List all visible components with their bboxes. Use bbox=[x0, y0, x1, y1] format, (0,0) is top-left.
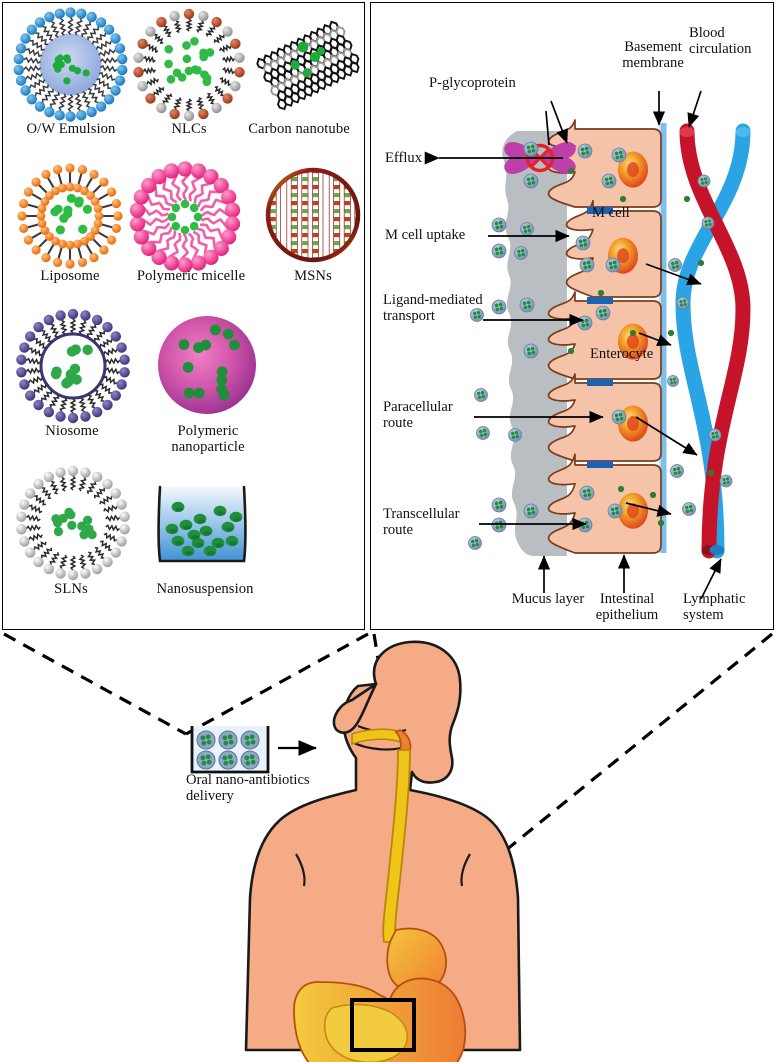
epithelium-label-paracellular-route: Paracellular route bbox=[383, 399, 453, 432]
epithelium-label-enterocyte: Enterocyte bbox=[590, 346, 654, 362]
label-line-1: Polymeric bbox=[177, 423, 239, 439]
label-line-2: system bbox=[683, 607, 724, 624]
nlc-icon bbox=[133, 8, 245, 122]
label-line-2: nanoparticle bbox=[171, 439, 245, 456]
epithelium-label-efflux: Efflux bbox=[385, 150, 422, 166]
carrier-label-polymeric-micelle: Polymeric micelle bbox=[136, 268, 246, 284]
epithelium-label-p-glycoprotein: P-glycoprotein bbox=[429, 75, 589, 91]
nanoparticle-beaker-icon bbox=[190, 726, 270, 774]
carrier-label-nlcs: NLCs bbox=[171, 121, 207, 137]
label-line-2: route bbox=[383, 415, 413, 432]
carrier-label-polymeric-nanoparticle: Polymeric nanoparticle bbox=[143, 423, 273, 456]
epithelium-label-intestinal-epithelium: Intestinal epithelium bbox=[581, 591, 673, 624]
epithelium-label-blood-circulation: Blood circulation bbox=[689, 25, 773, 58]
label-line-1: P-glycoprotein bbox=[429, 75, 516, 91]
liposome-icon bbox=[15, 161, 125, 271]
label-line-1: Paracellular bbox=[383, 399, 453, 415]
delivery-label: Oral nano-antibiotics delivery bbox=[186, 772, 386, 805]
gi-tract bbox=[293, 728, 467, 1062]
nanocarrier-types-panel: O/W Emulsion NLCs bbox=[2, 2, 365, 630]
epithelium-label-mucus-layer: Mucus layer bbox=[489, 591, 607, 607]
epithelium-label-ligand-mediated-transport: Ligand-mediated transport bbox=[383, 292, 483, 325]
label-line-1: Oral nano-antibiotics bbox=[186, 772, 310, 788]
carrier-label-nanosuspension: Nanosuspension bbox=[156, 581, 254, 597]
human-silhouette bbox=[244, 640, 522, 1052]
carrier-label-niosome: Niosome bbox=[45, 423, 99, 439]
label-line-1: Mucus layer bbox=[511, 591, 585, 607]
human-body-panel: Oral nano-antibiotics delivery bbox=[0, 630, 776, 1062]
nanosuspension-icon bbox=[148, 473, 260, 573]
label-line-2: circulation bbox=[689, 41, 752, 58]
epithelium-label-transcellular-route: Transcellular route bbox=[383, 506, 459, 539]
label-line-1: Intestinal bbox=[599, 591, 655, 607]
epithelium-label-m-cell-uptake: M cell uptake bbox=[385, 227, 465, 243]
polymeric-micelle-icon bbox=[129, 161, 241, 273]
carbon-nanotube-icon bbox=[245, 11, 363, 119]
sln-icon bbox=[15, 465, 131, 581]
carrier-label-ow-emulsion: O/W Emulsion bbox=[26, 121, 116, 137]
label-line-2: delivery bbox=[186, 788, 234, 805]
carrier-label-liposome: Liposome bbox=[40, 268, 100, 284]
label-line-1: M cell uptake bbox=[385, 227, 466, 243]
carrier-label-carbon-nanotube: Carbon nanotube bbox=[248, 121, 350, 137]
label-line-2: transport bbox=[383, 308, 435, 325]
label-line-1: Blood bbox=[689, 25, 725, 41]
label-line-2: route bbox=[383, 522, 413, 539]
polymeric-nanoparticle-icon bbox=[155, 313, 259, 417]
epithelium-label-lymphatic-system: Lymphatic system bbox=[683, 591, 769, 624]
label-line-1: Efflux bbox=[385, 150, 423, 166]
niosome-icon bbox=[15, 308, 131, 424]
label-line-1: Lymphatic bbox=[683, 591, 746, 607]
epithelium-label-m-cell: M cell bbox=[592, 205, 630, 221]
label-line-2: epithelium bbox=[595, 607, 659, 624]
label-line-1: Basement bbox=[624, 39, 682, 55]
intestinal-epithelium-panel: P-glycoprotein Basement membrane Blood c… bbox=[370, 2, 774, 630]
msn-icon bbox=[261, 163, 365, 267]
label-line-2: membrane bbox=[622, 55, 684, 72]
label-line-1: Ligand-mediated bbox=[383, 292, 483, 308]
label-line-1: Transcellular bbox=[383, 506, 460, 522]
ow-emulsion-icon bbox=[13, 7, 128, 122]
gi-zoom-box-icon bbox=[350, 998, 416, 1052]
carrier-label-slns: SLNs bbox=[54, 581, 88, 597]
carrier-label-msns: MSNs bbox=[294, 268, 332, 284]
epithelium-label-basement-membrane: Basement membrane bbox=[607, 39, 699, 72]
